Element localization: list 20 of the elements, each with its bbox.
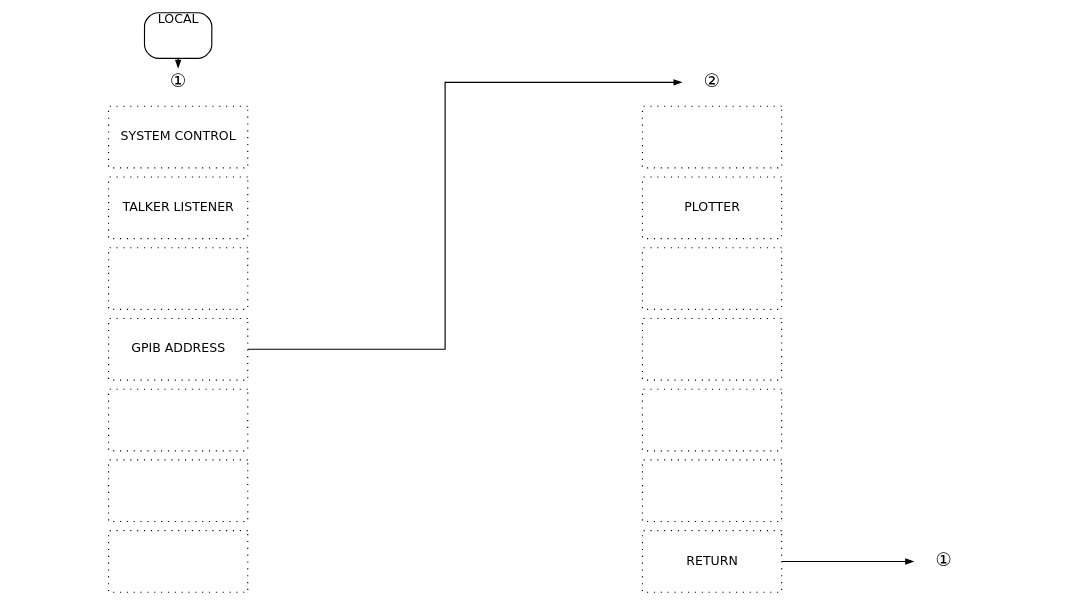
arrow: [246, 79, 683, 350]
node-box: RETURN: [641, 530, 782, 593]
node-box: [641, 459, 782, 523]
node-box: [107, 459, 248, 523]
node-box: [641, 247, 782, 310]
node-text: ①: [169, 69, 186, 91]
node-box: SYSTEM CONTROL: [107, 105, 248, 169]
node-box: PLOTTER: [641, 176, 782, 240]
node-box: [641, 317, 782, 381]
arrow: [780, 558, 914, 565]
node-box: GPIB ADDRESS: [107, 317, 248, 381]
node-box: [107, 530, 248, 593]
node-box: TALKER LISTENER: [107, 176, 248, 240]
node-text: ②: [703, 69, 720, 91]
node-box: [107, 247, 248, 310]
node-box: [641, 105, 782, 169]
node-text: ①: [934, 548, 952, 570]
node-box: [107, 388, 248, 452]
arrow: [174, 57, 181, 69]
node-box: [641, 388, 782, 452]
